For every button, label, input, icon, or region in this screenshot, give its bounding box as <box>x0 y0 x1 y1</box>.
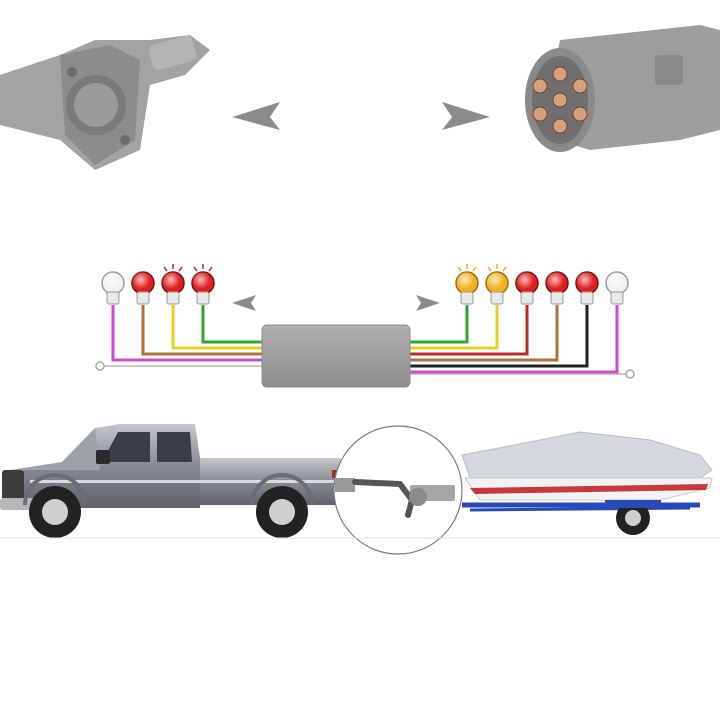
right-wire <box>410 305 499 350</box>
plug-pin <box>572 106 588 122</box>
lit-bulb-icon <box>161 264 185 305</box>
right-wire <box>410 305 469 344</box>
arrow-left-small-icon <box>232 295 256 311</box>
bulb-icon <box>605 271 629 305</box>
bulb-icon <box>545 271 569 305</box>
lit-bulb-icon <box>455 264 479 305</box>
right-wire <box>410 305 589 368</box>
seven-pin-plug-icon <box>525 25 720 152</box>
arrow-left-icon <box>232 102 280 130</box>
bulb-icon <box>515 271 539 305</box>
plug-pin <box>552 92 568 108</box>
left-wire <box>171 305 262 350</box>
plug-pin <box>572 78 588 94</box>
left-wire <box>141 305 262 356</box>
left-wire <box>201 305 262 344</box>
right-wire <box>410 305 619 374</box>
plug-pin <box>552 66 568 82</box>
wire-terminal <box>625 369 635 379</box>
wiring-harness <box>95 305 635 379</box>
tow-hitch-icon <box>333 425 463 555</box>
arrow-right-small-icon <box>416 295 440 311</box>
right-wire <box>410 305 559 362</box>
plug-pin <box>552 118 568 134</box>
bulb-icon <box>131 271 155 305</box>
lit-bulb-icon <box>191 264 215 305</box>
bulb-icon <box>101 271 125 305</box>
bulb-icon <box>575 271 599 305</box>
wire-terminal <box>95 361 105 371</box>
converter-box-icon <box>261 324 411 388</box>
plug-pin <box>532 106 548 122</box>
boat-trailer-icon <box>461 431 713 535</box>
pickup-truck-icon <box>0 424 345 538</box>
plug-pin <box>532 78 548 94</box>
right-wire <box>410 305 529 356</box>
seven-pin-socket-icon <box>0 35 210 170</box>
arrow-right-icon <box>442 102 490 130</box>
left-wire <box>111 305 262 362</box>
plug-pins <box>532 66 588 134</box>
lamp-row <box>101 264 629 305</box>
lit-bulb-icon <box>485 264 509 305</box>
